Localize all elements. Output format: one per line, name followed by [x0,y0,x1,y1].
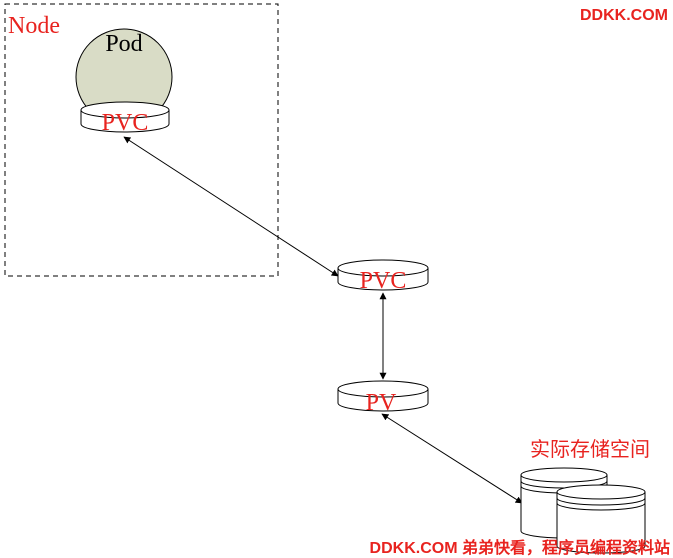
pod-label: Pod [105,31,142,57]
pvc-label: PVC [360,268,407,294]
watermark-top: DDKK.COM [580,7,668,24]
pvc-node-disk [80,101,170,133]
pv-label: PV [366,390,397,416]
pvc-link-arrow [123,136,339,277]
pvc-node-label: PVC [102,110,149,136]
node-label: Node [8,13,60,39]
pv-disk [337,380,429,412]
storage-cylinder-front [556,484,646,554]
storage-label: 实际存储空间 [530,438,650,461]
watermark-bottom: DDKK.COM 弟弟快看，程序员编程资料站 [370,538,670,557]
pv-storage-arrow [381,413,523,504]
pvc-disk [337,259,429,291]
